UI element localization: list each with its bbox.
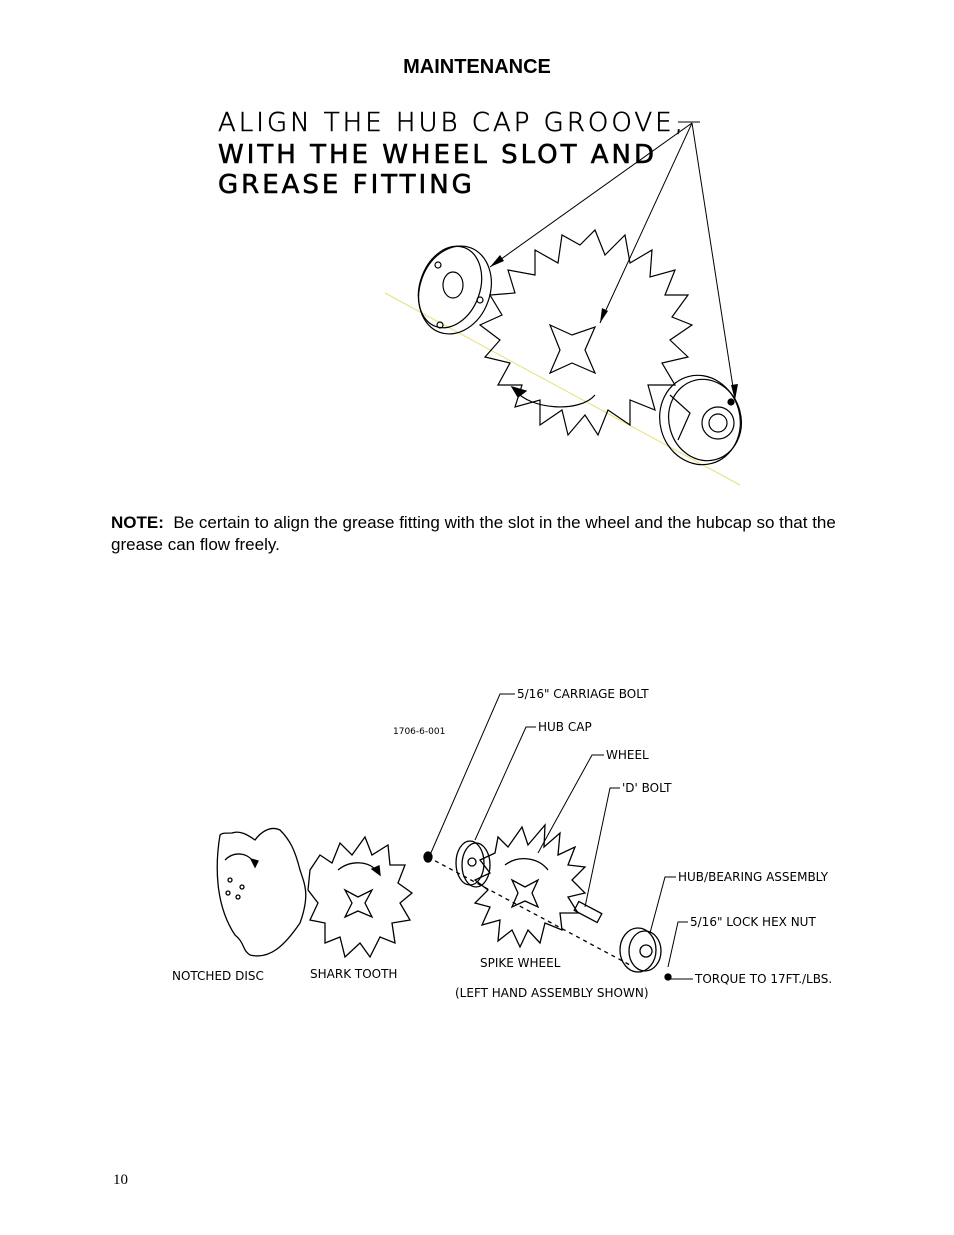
part-number: 1706-6-001 [393, 727, 445, 737]
carriage-bolt-drawing [423, 851, 631, 966]
caption-assembly: (LEFT HAND ASSEMBLY SHOWN) [455, 986, 649, 1000]
hub-bearing-drawing [659, 374, 742, 466]
assembly-hub-cap-drawing [455, 840, 491, 888]
callout-line-2: WITH THE WHEEL SLOT AND [218, 140, 657, 170]
axis-centerline [384, 292, 741, 486]
label-hub-bearing: HUB/BEARING ASSEMBLY [678, 870, 829, 884]
callout-labels: 5/16" CARRIAGE BOLT HUB CAP WHEEL 'D' BO… [517, 687, 832, 986]
label-hub-cap: HUB CAP [538, 720, 592, 734]
label-torque: TORQUE TO 17FT./LBS. [694, 972, 832, 986]
label-carriage-bolt: 5/16" CARRIAGE BOLT [517, 687, 649, 701]
notched-disc-drawing [216, 827, 307, 957]
caption-spike-wheel: SPIKE WHEEL [480, 956, 561, 970]
caption-notched-disc: NOTCHED DISC [172, 969, 264, 983]
callout-line-1: ALIGN THE HUB CAP GROOVE, [218, 108, 686, 138]
hub-cap-drawing [417, 245, 492, 335]
assembly-exploded-diagram: 1706-6-001 5/16" CARRIAGE BOLT HUB CAP W… [172, 687, 832, 1000]
note-paragraph: NOTE: Be certain to align the grease fit… [111, 512, 851, 556]
page-number: 10 [113, 1172, 128, 1188]
label-wheel: WHEEL [606, 748, 649, 762]
d-bolt-drawing [573, 900, 603, 924]
caption-shark-tooth: SHARK TOOTH [310, 967, 397, 981]
page-title: MAINTENANCE [403, 56, 551, 78]
wheel-drawing [478, 228, 694, 437]
hub-alignment-diagram: ALIGN THE HUB CAP GROOVE, WITH THE WHEEL… [218, 108, 742, 486]
spike-wheel-drawing [473, 823, 587, 949]
callout-line-3: GREASE FITTING [218, 170, 475, 200]
note-label: NOTE: [111, 513, 164, 532]
arrow-heads [490, 255, 738, 400]
leader-lines [489, 121, 736, 401]
label-d-bolt: 'D' BOLT [622, 781, 672, 795]
label-lock-nut: 5/16" LOCK HEX NUT [690, 915, 816, 929]
note-text: Be certain to align the grease fitting w… [111, 513, 836, 554]
assembly-leader-lines [429, 693, 693, 980]
shark-tooth-drawing [307, 835, 414, 959]
assembly-captions: NOTCHED DISC SHARK TOOTH SPIKE WHEEL (LE… [172, 956, 649, 1000]
assembly-hub-bearing-drawing [619, 927, 672, 981]
